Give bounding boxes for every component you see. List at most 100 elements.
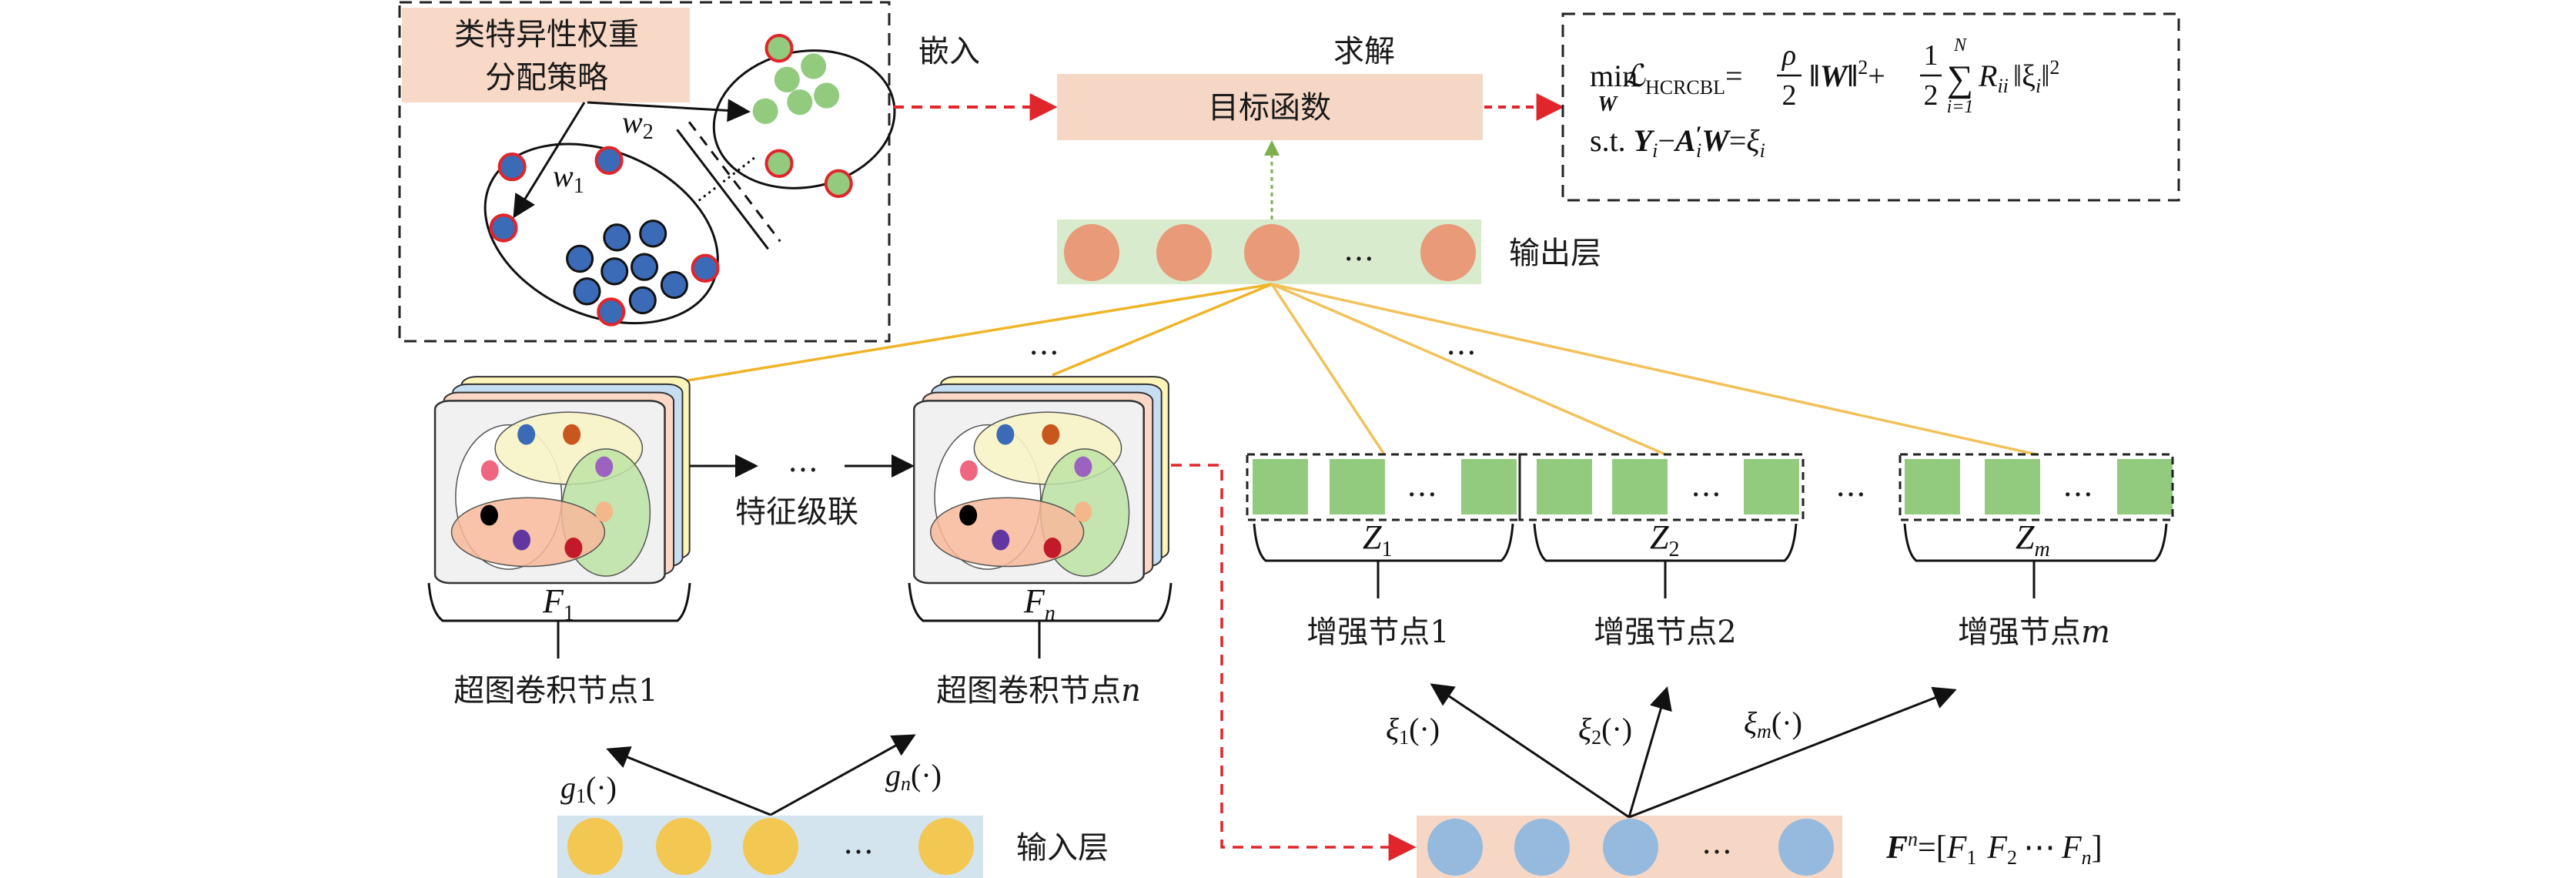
half-numerator: 1 (1924, 39, 1939, 72)
sample-dot (661, 272, 687, 297)
solve-label: 求解 (1333, 34, 1395, 69)
output-layer-label: 输出层 (1509, 236, 1601, 271)
fn-to-concat-arrow (1171, 464, 1417, 861)
hgc-node-n-label: 超图卷积节点n (936, 673, 1141, 709)
boundary-sample-dot (826, 171, 851, 196)
objective-function-label: 目标函数 (1208, 90, 1331, 126)
hgc-node-1-label: 超图卷积节点1 (453, 673, 657, 709)
enhancement-group: … (1899, 453, 2174, 598)
sample-dot (630, 287, 655, 313)
enhancement-group: … (1518, 453, 1805, 598)
brace-f1 (427, 582, 691, 622)
g1-arrow (606, 746, 771, 816)
brace-fn (908, 582, 1173, 622)
xim-label: ξm(·) (1744, 705, 1802, 742)
w2-label: w2 (622, 105, 654, 144)
regularizer: ‖W‖2+ (1809, 56, 1885, 93)
strategy-title-box (402, 8, 690, 102)
enhancement-node (1985, 459, 2040, 514)
sample-dot (814, 82, 840, 109)
enhancement-group-box (1246, 453, 1521, 521)
f1-label: F1 (542, 582, 574, 625)
weight-strategy-panel: 类特异性权重 分配策略 w2 w1 (398, 1, 932, 343)
enhancement-groups: … … … (1246, 453, 2174, 598)
sum-symbol: ∑ (1947, 59, 1973, 99)
input-nodes (567, 818, 974, 875)
constraint-formula: s.t.Yi−A′iW=ξi (1590, 122, 1765, 162)
enhancement-node (1905, 459, 1960, 514)
gn-label: gn(·) (885, 758, 942, 795)
rho-denominator: 2 (1782, 79, 1797, 112)
enhancement-node-ellipsis: … (1691, 468, 1721, 504)
enh-node-1-label: 增强节点1 (1306, 615, 1449, 650)
enhancement-brace (1253, 523, 1514, 562)
output-ellipsis: … (1343, 233, 1374, 268)
concat-node (1514, 819, 1570, 876)
enhancement-group-box (1518, 453, 1805, 521)
output-nodes (1064, 224, 1476, 281)
enhancement-node (1612, 459, 1668, 514)
objective-function-box (1057, 74, 1483, 140)
xi1-label: ξ1(·) (1386, 712, 1440, 749)
enhancement-node (1253, 459, 1308, 514)
enhancement-node (1537, 459, 1592, 514)
input-node (918, 818, 974, 875)
hypergraph-card-fn (913, 376, 1169, 584)
g1-label: g1(·) (560, 770, 617, 807)
feature-cascade-label: 特征级联 (735, 494, 858, 530)
strategy-dashed-box (398, 1, 891, 343)
output-node (1420, 224, 1476, 281)
w1-label: w1 (553, 159, 584, 198)
cascade-ellipsis: … (788, 444, 818, 479)
enhancement-group: … (1246, 453, 1521, 598)
boundary-sample-dot (500, 154, 525, 179)
xi1-arrow (1430, 683, 1630, 819)
output-node (1244, 224, 1300, 281)
sample-dot (774, 66, 800, 92)
enh-node-m-label: 增强节点m (1958, 615, 2110, 650)
loss-term: Rii‖ξi‖2 (1978, 56, 2059, 97)
w2-arrow (587, 99, 751, 122)
class-1-samples (490, 148, 718, 325)
concat-nodes (1427, 819, 1834, 876)
enhancement-group-ellipsis: … (1835, 468, 1866, 504)
sample-dot (787, 89, 813, 116)
output-node (1156, 224, 1212, 281)
sample-dot (567, 246, 593, 271)
enhancement-node (1744, 459, 1799, 514)
z2-label: Z2 (1650, 518, 1679, 561)
sample-dot (574, 279, 600, 304)
enhancement-node-ellipsis: … (2062, 468, 2093, 504)
enhancement-brace (1903, 523, 2168, 562)
separating-hyperplane (677, 129, 768, 249)
fn-label: Fn (1023, 582, 1055, 625)
gn-arrow (770, 734, 916, 816)
strategy-title-line1: 类特异性权重 (454, 17, 639, 52)
output-node (1064, 224, 1119, 281)
boundary-sample-dot (693, 256, 718, 281)
sample-dot (752, 98, 778, 124)
sample-dot (604, 225, 630, 250)
z1-label: Z1 (1363, 518, 1392, 561)
connection-z1 (1270, 283, 1386, 455)
embed-label: 嵌入 (918, 34, 980, 69)
input-node (656, 818, 711, 875)
connection-z2 (1271, 283, 1666, 456)
margin-dashed-line (689, 122, 780, 241)
input-ellipsis: … (843, 826, 874, 861)
zm-label: Zm (2016, 518, 2050, 561)
enhancement-node-ellipsis: … (1407, 468, 1437, 504)
connection-ellipsis-left: … (1029, 327, 1059, 362)
class-2-ellipse (677, 23, 932, 216)
connection-ellipsis-right: … (1446, 327, 1477, 362)
enh-node-2-label: 增强节点2 (1594, 615, 1736, 650)
concat-node (1427, 819, 1483, 876)
input-node (743, 818, 798, 875)
boundary-sample-dot (767, 151, 792, 176)
sample-dot (602, 259, 627, 284)
input-layer-label: 输入层 (1016, 830, 1109, 866)
enhancement-node (1330, 459, 1385, 514)
